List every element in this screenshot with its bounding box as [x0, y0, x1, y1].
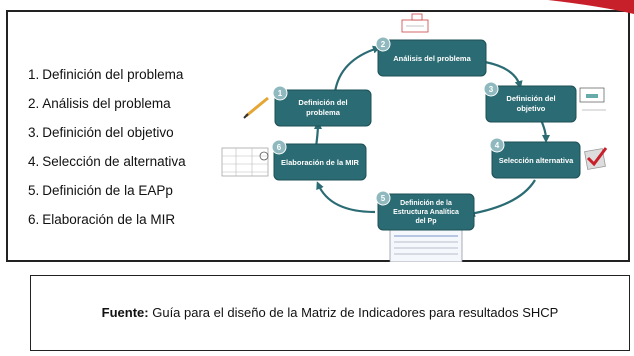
spreadsheet-thumbnail-icon: [221, 147, 269, 177]
arrow-2-to-3: [484, 60, 523, 89]
cycle-diagram: Análisis del problema 2 Definición del p…: [221, 0, 634, 262]
node-2-badge: 2: [381, 40, 386, 49]
source-text: Fuente: Guía para el diseño de la Matriz…: [102, 304, 559, 322]
step-item: 6.Elaboración de la MIR: [28, 212, 176, 227]
node-4-badge: 4: [495, 141, 500, 150]
cycle-node-1: Definición del problema 1: [272, 85, 372, 127]
node-5-label-line3: del Pp: [415, 218, 436, 225]
node-3-label-line2: objetivo: [517, 104, 546, 113]
step-item: 1.Definición del problema: [28, 67, 184, 82]
node-1-badge: 1: [278, 89, 283, 98]
steps-list: 1.Definición del problema 2.Análisis del…: [28, 60, 186, 234]
node-6-label: Elaboración de la MIR: [281, 158, 360, 167]
node-5-badge: 5: [381, 194, 386, 203]
cycle-node-2: Análisis del problema 2: [375, 36, 487, 77]
source-citation: Guía para el diseño de la Matriz de Indi…: [148, 305, 559, 320]
node-5-label-line2: Estructura Analítica: [393, 209, 459, 216]
node-2-label: Análisis del problema: [393, 54, 471, 63]
corner-accent: [548, 0, 634, 14]
node-5-label-line1: Definición de la: [400, 200, 452, 207]
source-box: Fuente: Guía para el diseño de la Matriz…: [30, 275, 630, 351]
cycle-node-5: Definición de la Estructura Analítica de…: [375, 190, 475, 231]
source-label: Fuente:: [101, 305, 149, 320]
step-item: 3.Definición del objetivo: [28, 125, 174, 140]
objective-diagram-thumbnail-icon: [579, 87, 606, 111]
cycle-node-4: Selección alternativa 4: [489, 137, 581, 179]
step-item: 4.Selección de alternativa: [28, 154, 186, 169]
top-diagram-thumbnail-icon: [401, 13, 429, 33]
node-3-label-line1: Definición del: [506, 94, 555, 103]
cycle-node-6: Elaboración de la MIR 6: [271, 139, 367, 181]
node-1-label-line1: Definición del: [298, 98, 347, 107]
structure-document-thumbnail-icon: [389, 229, 463, 262]
step-item: 5.Definición de la EAPp: [28, 183, 173, 198]
checkbox-icon: [584, 147, 608, 170]
arrow-5-to-6: [316, 181, 376, 214]
cycle-node-3: Definición del objetivo 3: [483, 81, 577, 123]
pencil-icon: [243, 96, 269, 119]
node-6-badge: 6: [277, 143, 282, 152]
arrow-1-to-2: [333, 45, 381, 93]
node-3-badge: 3: [489, 85, 494, 94]
diagram-frame: 1.Definición del problema 2.Análisis del…: [6, 10, 630, 262]
node-4-label: Selección alternativa: [499, 156, 574, 165]
arrow-4-to-5: [467, 179, 536, 218]
node-1-label-line2: problema: [306, 108, 341, 117]
step-item: 2.Análisis del problema: [28, 96, 171, 111]
